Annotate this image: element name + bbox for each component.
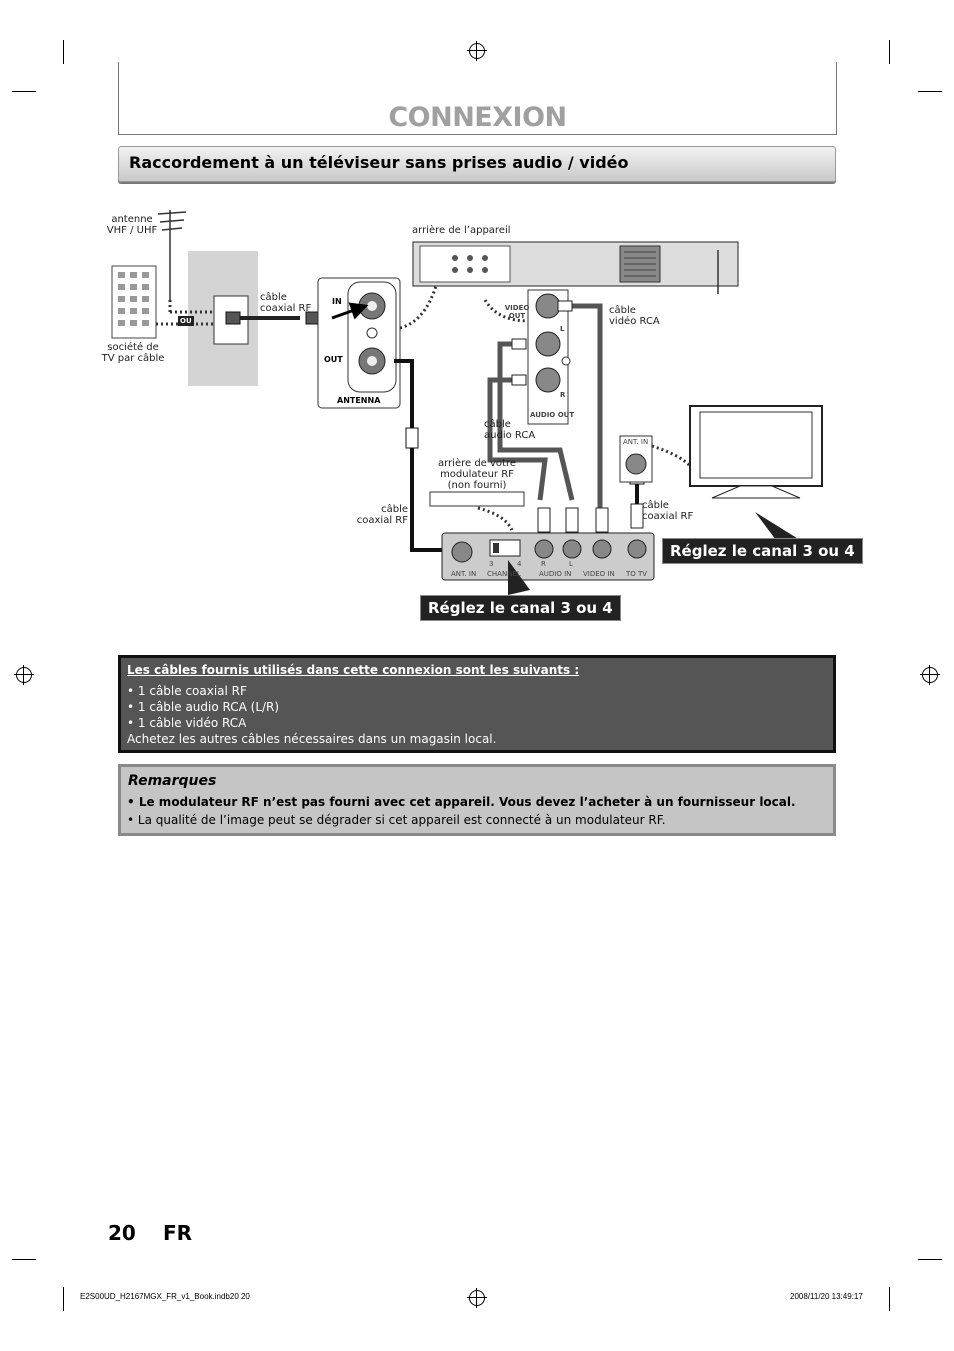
building-icon [111,265,157,339]
rca-video-line1: câble [609,305,636,316]
remarks-box: Remarques • Le modulateur RF n’est pas f… [118,764,836,836]
crop-mark [12,1259,36,1260]
mod-audio-in-label: AUDIO IN [539,570,572,578]
registration-mark-icon [920,665,940,685]
modulator-rear-label: arrière de votre modulateur RF (non four… [430,458,524,491]
audio-r-label: R [560,391,566,399]
coax-right-line2: coaxial RF [642,511,694,522]
video-out-line1: VIDEO [504,304,530,312]
section-title: Raccordement à un téléviseur sans prises… [129,153,629,172]
coax-right-label: câble coaxial RF [642,500,693,522]
registration-mark-icon [14,665,34,685]
antenna-label-line1: antenne [111,214,153,225]
cable-company-line2: TV par câble [101,353,165,364]
crop-mark [889,1287,890,1311]
mod-r-label: R [541,560,546,568]
mod-l-label: L [569,560,573,568]
rca-video-label: câble vidéo RCA [609,305,660,327]
connection-diagram: antenne VHF / UHF société de TV par câbl… [0,0,954,640]
audio-out-label: AUDIO OUT [530,411,575,419]
coax-left-line2: coaxial RF [356,515,408,526]
remarks-title: Remarques [128,773,217,789]
title-frame: CONNEXION [118,62,837,135]
mod-ch4-label: 4 [517,560,522,568]
cable-item: • 1 câble coaxial RF [127,684,247,698]
remark-item: • La qualité de l’image peut se dégrader… [127,813,666,827]
coax-left-label: câble coaxial RF [356,504,408,526]
mod-ant-in-label: ANT. IN [451,570,477,578]
antenna-out-label: OUT [324,355,343,364]
audio-l-label: L [560,325,565,333]
page-number: 20 [108,1221,136,1245]
channel-note-modulator: Réglez le canal 3 ou 4 [420,595,621,621]
footer-file: E2S00UD_H2167MGX_FR_v1_Book.indb20 20 [80,1292,250,1301]
mod-video-in-label: VIDEO IN [583,570,615,578]
antenna-panel-label: ANTENNA [337,396,381,405]
video-out-line2: OUT [508,312,526,320]
coax-top-label: câble coaxial RF [260,292,311,314]
mod-ch3-label: 3 [489,560,494,568]
device-rear-label: arrière de l’appareil [412,225,511,236]
cables-note: Achetez les autres câbles nécessaires da… [127,732,497,746]
rca-audio-line1: câble [484,419,511,430]
rca-video-line2: vidéo RCA [609,316,660,327]
coax-top-line1: câble [260,292,287,303]
page-language: FR [163,1221,193,1245]
antenna-icon [157,210,187,300]
crop-mark [63,1287,64,1311]
antenna-label-line2: VHF / UHF [106,225,158,236]
antenna-in-label: IN [332,297,342,306]
tv-ant-in-label: ANT. IN [623,438,649,446]
modulator-rear-line2: modulateur RF [440,469,514,480]
mod-channel-label: CHANNEL [487,570,521,578]
crop-mark [63,40,64,64]
ou-badge: OU [178,316,194,326]
crop-mark [918,1259,942,1260]
crop-mark [889,40,890,64]
cable-item: • 1 câble audio RCA (L/R) [127,700,280,714]
crop-mark [12,91,36,92]
section-header: Raccordement à un téléviseur sans prises… [118,146,836,182]
page-title: CONNEXION [388,102,567,133]
supplied-cables-box: Les câbles fournis utilisés dans cette c… [118,655,836,753]
cables-heading: Les câbles fournis utilisés dans cette c… [127,663,580,677]
crop-mark [918,91,942,92]
antenna-label: antenne VHF / UHF [102,214,162,236]
modulator-rear-line1: arrière de votre [437,458,516,469]
rca-audio-line2: audio RCA [484,430,536,441]
cable-company-label: société de TV par câble [96,342,170,364]
modulator-rear-line3: (non fourni) [447,480,507,491]
coax-right-line1: câble [642,500,669,511]
footer-timestamp: 2008/11/20 13:49:17 [790,1292,863,1301]
coax-top-line2: coaxial RF [260,303,312,314]
tv-icon [689,405,823,499]
mod-to-tv-label: TO TV [626,570,648,578]
registration-mark-icon [467,41,487,61]
registration-mark-icon [467,1288,487,1308]
rca-audio-label: câble audio RCA [484,419,535,441]
cable-company-line1: société de [107,342,159,353]
cable-item: • 1 câble vidéo RCA [127,716,247,730]
video-out-label: VIDEO OUT [503,304,531,320]
remark-item: • Le modulateur RF n’est pas fourni avec… [127,795,796,809]
channel-note-tv: Réglez le canal 3 ou 4 [662,538,863,564]
diagram-graphics [111,210,823,595]
coax-left-line1: câble [381,504,408,515]
modulator-icon [429,491,525,507]
